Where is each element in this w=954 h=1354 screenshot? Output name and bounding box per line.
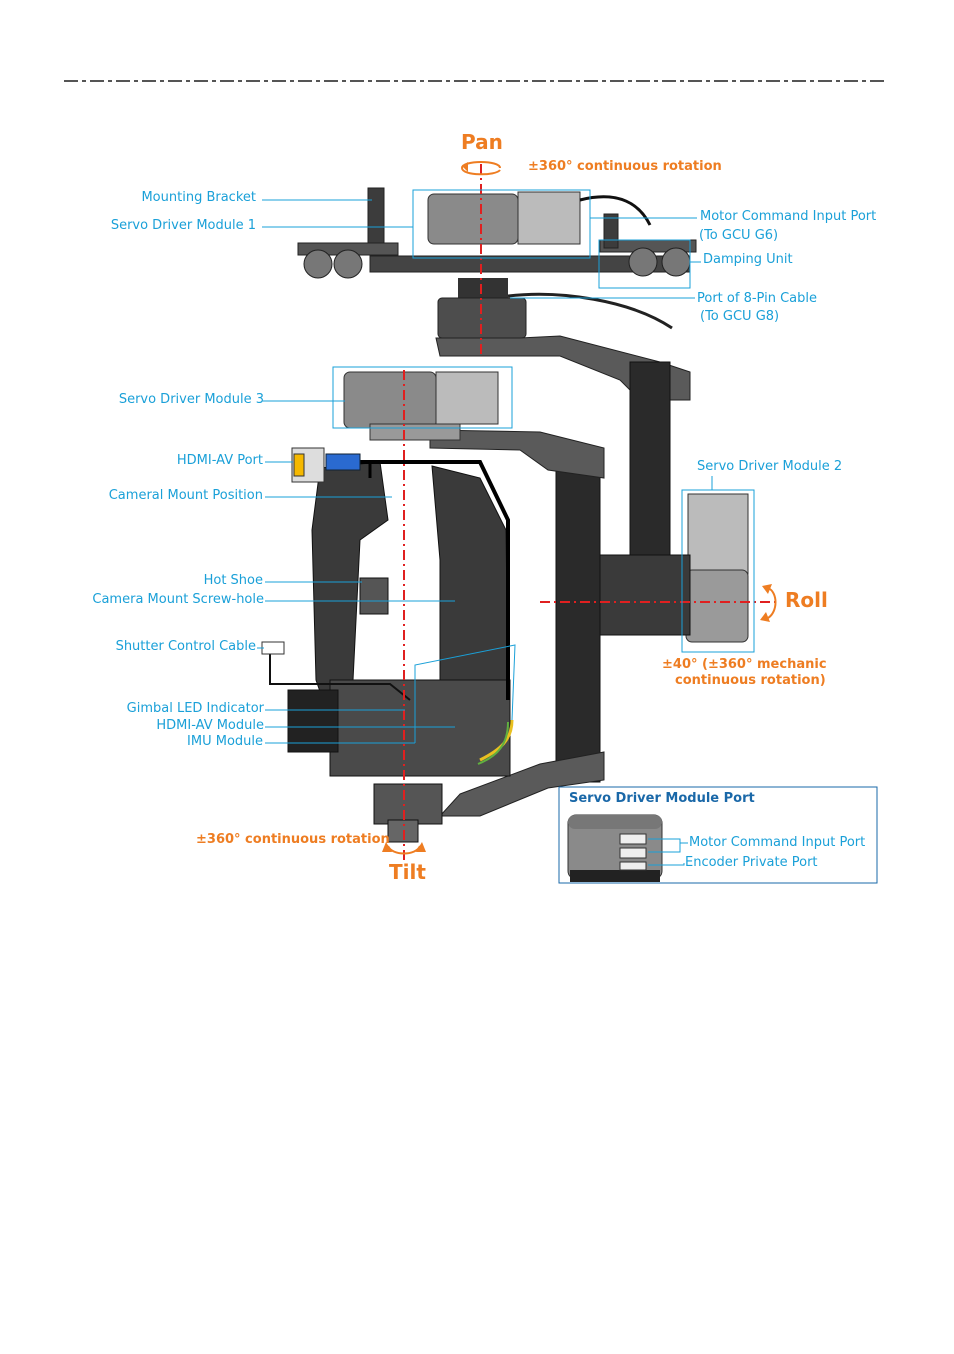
label-hdmi-av-port: HDMI-AV Port bbox=[176, 453, 263, 468]
shutter-control-cable bbox=[269, 648, 411, 701]
label-imu-module: IMU Module bbox=[187, 734, 263, 749]
pan-motor bbox=[427, 191, 673, 339]
servo-module-2-box bbox=[681, 489, 755, 653]
pan-arm bbox=[435, 335, 691, 401]
label-to-gcu-g8: (To GCU G8) bbox=[700, 309, 780, 324]
label-camera-mount-position: Cameral Mount Position bbox=[108, 488, 263, 503]
roll-axis-label: Roll bbox=[785, 588, 828, 612]
label-port-8pin-cable: Port of 8-Pin Cable bbox=[697, 291, 817, 306]
servo-module-3-box bbox=[332, 366, 513, 429]
damping-balls bbox=[303, 247, 691, 279]
label-servo-driver-module-3: Servo Driver Module 3 bbox=[118, 392, 264, 407]
leader-lines bbox=[257, 199, 713, 744]
inset-label-motor-command-input-port: Motor Command Input Port bbox=[689, 835, 866, 850]
roll-rotation-arrow bbox=[767, 587, 777, 619]
label-camera-mount-screw-hole: Camera Mount Screw-hole bbox=[92, 592, 264, 607]
pan-rotation-note: ±360° continuous rotation bbox=[528, 159, 722, 174]
inset-port-image bbox=[567, 814, 663, 882]
pan-rotation-arrow bbox=[460, 161, 501, 176]
label-hdmi-av-module: HDMI-AV Module bbox=[156, 718, 264, 733]
roll-tube bbox=[629, 361, 671, 563]
hot-shoe bbox=[359, 577, 389, 615]
camera-cage bbox=[287, 461, 511, 843]
tilt-frame-tube bbox=[555, 447, 601, 783]
damping-unit-box bbox=[598, 239, 691, 289]
inset-title: Servo Driver Module Port bbox=[569, 791, 755, 806]
label-servo-driver-module-1: Servo Driver Module 1 bbox=[110, 218, 256, 233]
servo-module-1-box bbox=[412, 189, 591, 259]
label-gimbal-led-indicator: Gimbal LED Indicator bbox=[126, 701, 264, 716]
roll-rotation-note-line1: ±40° (±360° mechanic bbox=[662, 657, 827, 672]
label-servo-driver-module-2: Servo Driver Module 2 bbox=[697, 459, 843, 474]
label-mounting-bracket: Mounting Bracket bbox=[141, 190, 256, 205]
pan-axis-label: Pan bbox=[461, 130, 503, 154]
inset-label-encoder-private-port: Encoder Private Port bbox=[685, 855, 818, 870]
tilt-rotation-note: ±360° continuous rotation bbox=[196, 832, 390, 847]
label-shutter-control-cable: Shutter Control Cable bbox=[115, 639, 256, 654]
roll-motor bbox=[599, 493, 749, 643]
tilt-axis-label: Tilt bbox=[389, 860, 426, 884]
roll-rotation-note-line2: continuous rotation) bbox=[675, 673, 826, 688]
label-to-gcu-g6: (To GCU G6) bbox=[699, 228, 779, 243]
label-motor-command-input-port: Motor Command Input Port bbox=[700, 209, 877, 224]
tilt-motor bbox=[343, 371, 499, 441]
label-damping-unit: Damping Unit bbox=[703, 252, 793, 267]
label-hot-shoe: Hot Shoe bbox=[203, 573, 263, 588]
